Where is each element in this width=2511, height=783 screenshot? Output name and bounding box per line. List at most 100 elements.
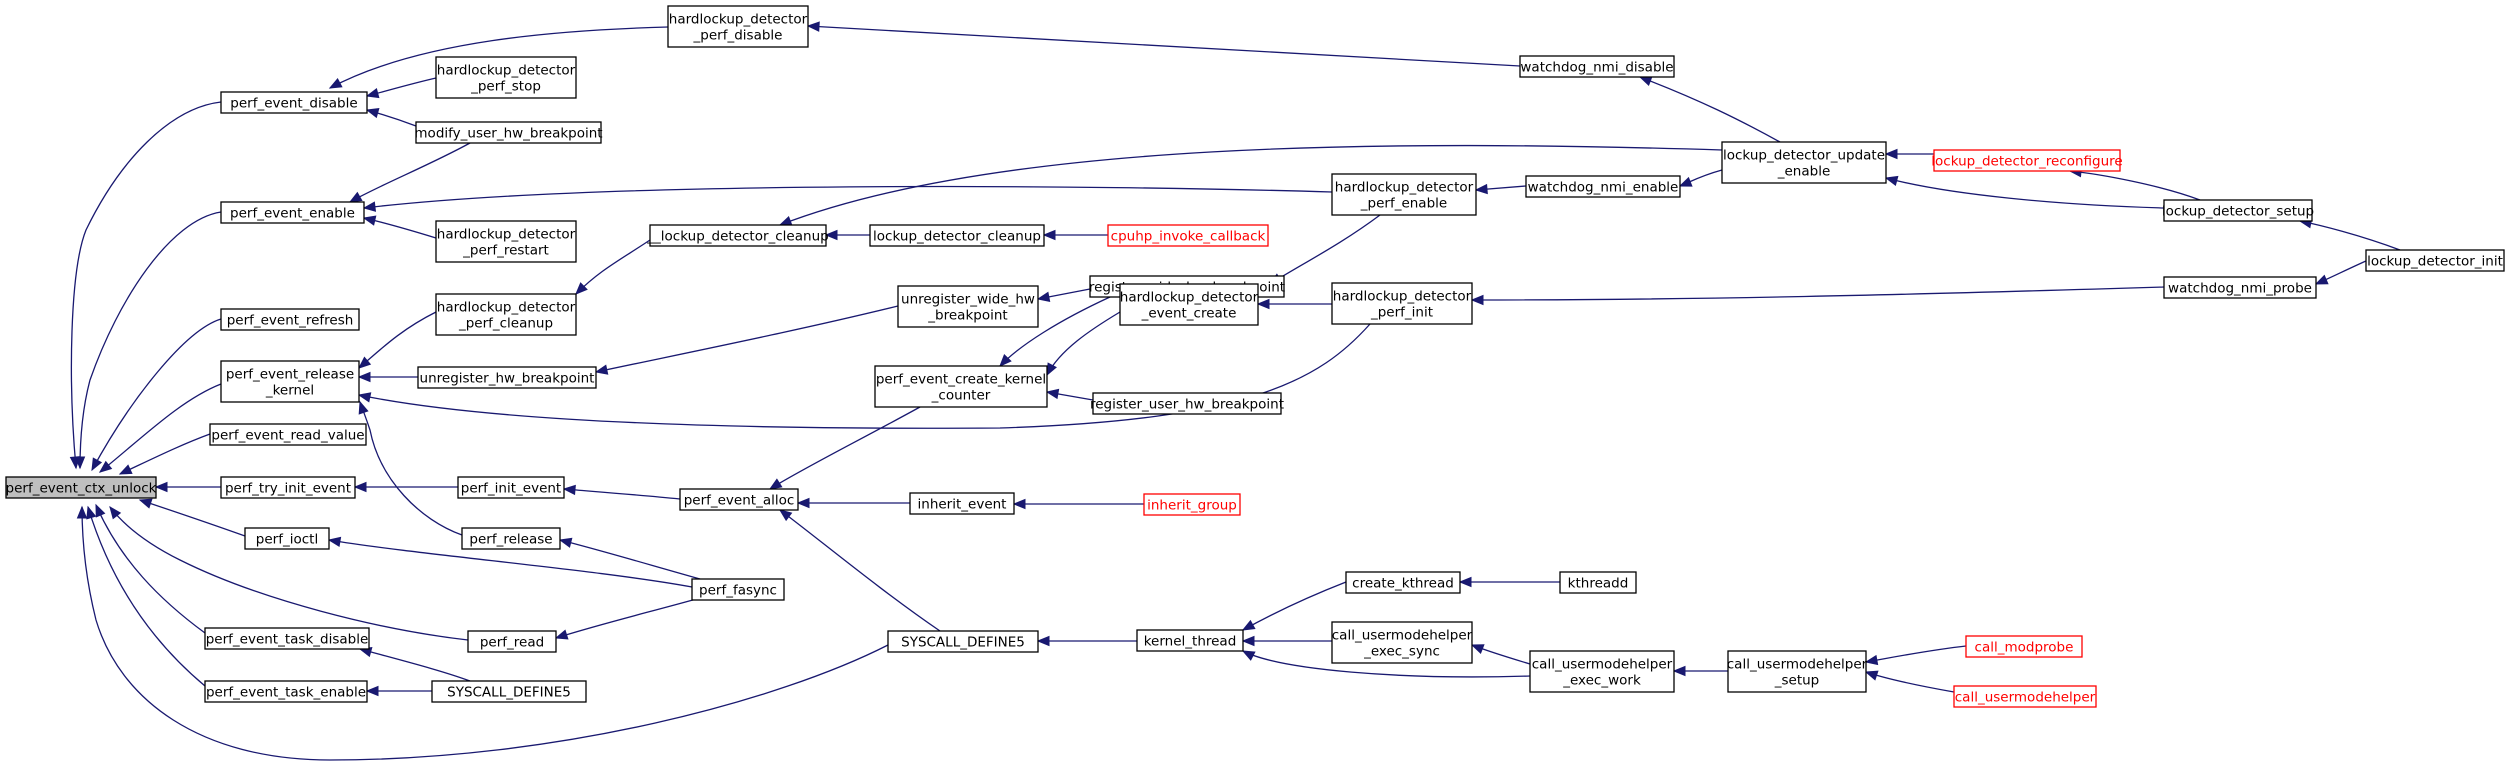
node-box <box>431 680 587 703</box>
edge-arrowhead <box>806 21 820 32</box>
function-node-perf-event-task-disable[interactable]: perf_event_task_disable <box>204 627 370 650</box>
node-label: cpuhp_invoke_callback <box>1111 229 1266 245</box>
node-label: modify_user_hw_breakpoint <box>414 126 602 142</box>
edge-arrowhead <box>95 503 106 518</box>
node-box <box>457 476 565 499</box>
node-box <box>2163 276 2317 299</box>
edge-arrowhead <box>778 215 793 226</box>
call-edge-n44-to-n42 <box>1884 148 1934 160</box>
call-edge-n22-to-n18 <box>554 597 701 640</box>
function-node-unregister-wide-hw-breakpoint[interactable]: unregister_wide_hw_breakpoint <box>897 285 1039 328</box>
node-label: _exec_sync <box>1363 644 1440 660</box>
node-box <box>869 224 1045 247</box>
function-node-lockup-detector-update-enable[interactable]: lockup_detector_update_enable <box>1721 141 1887 184</box>
function-node-watchdog-nmi-disable[interactable]: watchdog_nmi_disable <box>1519 55 1675 78</box>
function-node-call-usermodehelper[interactable]: call_usermodehelper <box>1953 685 2097 708</box>
node-label: _perf_init <box>1370 305 1433 321</box>
function-node-call-usermodehelper-exec-work[interactable]: call_usermodehelper_exec_work <box>1529 650 1675 693</box>
function-node-perf-event-ctx-unlock[interactable]: perf_event_ctx_unlock <box>5 476 157 499</box>
function-node-hardlockup-detector-perf-init[interactable]: hardlockup_detector_perf_init <box>1331 282 1473 325</box>
function-node-inherit-event[interactable]: inherit_event <box>909 492 1015 515</box>
function-node-lockup-detector-reconfigure[interactable]: lockup_detector_reconfigure <box>1931 149 2123 172</box>
function-node-hardlockup-detector-perf-cleanup[interactable]: hardlockup_detector_perf_cleanup <box>435 293 577 336</box>
function-node-perf-ioctl[interactable]: perf_ioctl <box>244 527 330 550</box>
function-node-unregister-hw-breakpoint[interactable]: unregister_hw_breakpoint <box>417 366 597 389</box>
function-node-perf-init-event[interactable]: perf_init_event <box>457 476 565 499</box>
call-edge-n19-to-n8 <box>358 646 471 682</box>
edge-arrowhead <box>154 481 168 493</box>
function-node-inherit-group[interactable]: inherit_group <box>1143 493 1241 516</box>
function-node-syscall-define5[interactable]: SYSCALL_DEFINE5 <box>431 680 587 703</box>
node-label: hardlockup_detector <box>437 227 576 243</box>
function-node-watchdog-nmi-enable[interactable]: watchdog_nmi_enable <box>1525 175 1681 198</box>
edge-line <box>1865 671 1955 693</box>
edge-line <box>555 597 701 639</box>
call-edge-n5-to-n0 <box>118 433 211 475</box>
edge-line <box>363 185 1333 209</box>
node-label: hardlockup_detector <box>1333 289 1472 305</box>
call-edge-n32-to-n26 <box>1042 229 1108 241</box>
function-node-perf-fasync[interactable]: perf_fasync <box>691 578 785 601</box>
function-node-perf-event-create-kernel-counter[interactable]: perf_event_create_kernel_counter <box>874 365 1048 408</box>
function-node-hardlockup-detector-perf-enable[interactable]: hardlockup_detector_perf_enable <box>1331 173 1477 216</box>
edge-arrowhead <box>1042 229 1056 241</box>
call-edge-n42-to-n39 <box>1678 169 1723 187</box>
function-node-hardlockup-detector-event-create[interactable]: hardlockup_detector_event_create <box>1119 283 1259 326</box>
function-node-lockup-detector-setup[interactable]: lockup_detector_setup <box>2162 199 2314 222</box>
edge-arrowhead <box>1672 665 1686 677</box>
call-edge-n9-to-n0 <box>86 505 206 687</box>
function-node-lockup-detector-cleanup[interactable]: lockup_detector_cleanup <box>869 224 1045 247</box>
node-box <box>204 627 370 650</box>
function-node-perf-read[interactable]: perf_read <box>467 630 557 653</box>
function-node-create-kthread[interactable]: create_kthread <box>1345 571 1461 594</box>
function-node-cpuhp-invoke-callback[interactable]: cpuhp_invoke_callback <box>1107 224 1269 247</box>
function-node-perf-release[interactable]: perf_release <box>461 527 561 550</box>
function-node-call-modprobe[interactable]: call_modprobe <box>1965 635 2083 658</box>
node-box <box>691 578 785 601</box>
call-edge-n37-to-n28 <box>1241 635 1332 647</box>
function-node-hardlockup-detector-perf-stop[interactable]: hardlockup_detector_perf_stop <box>435 56 577 99</box>
function-node-perf-event-disable[interactable]: perf_event_disable <box>220 91 368 114</box>
function-node-hardlockup-detector-perf-restart[interactable]: hardlockup_detector_perf_restart <box>435 220 577 263</box>
function-node-perf-event-enable[interactable]: perf_event_enable <box>220 201 365 224</box>
call-edge-n48-to-n43 <box>1864 670 1955 693</box>
node-label: inherit_event <box>918 497 1007 513</box>
node-label: perf_event_refresh <box>227 313 354 329</box>
function-node-call-usermodehelper-exec-sync[interactable]: call_usermodehelper_exec_sync <box>1331 621 1473 664</box>
function-node-call-usermodehelper-setup[interactable]: call_usermodehelper_setup <box>1727 650 1868 693</box>
function-node-perf-event-task-enable[interactable]: perf_event_task_enable <box>204 680 368 703</box>
function-node-watchdog-nmi-probe[interactable]: watchdog_nmi_probe <box>2163 276 2317 299</box>
call-edge-n41-to-n37 <box>1470 644 1531 665</box>
node-label: lockup_detector_setup <box>2162 204 2314 220</box>
function-node-perf-event-read-value[interactable]: perf_event_read_value <box>209 423 367 446</box>
function-node-lockup-detector-init[interactable]: lockup_detector_init <box>2365 249 2505 272</box>
node-box <box>897 285 1039 328</box>
function-node-perf-try-init-event[interactable]: perf_try_init_event <box>220 476 356 499</box>
edge-arrowhead <box>365 685 379 697</box>
edge-arrowhead <box>1012 498 1026 510</box>
function-node-perf-event-refresh[interactable]: perf_event_refresh <box>220 308 360 331</box>
function-node-modify-user-hw-breakpoint[interactable]: modify_user_hw_breakpoint <box>414 121 603 144</box>
function-node-kernel-thread[interactable]: kernel_thread <box>1136 629 1244 652</box>
node-label: perf_event_task_enable <box>206 685 366 701</box>
function-node-hardlockup-detector-perf-disable[interactable]: hardlockup_detector_perf_disable <box>667 5 809 48</box>
edge-arrowhead <box>1241 619 1256 631</box>
function-node-register-user-hw-breakpoint[interactable]: register_user_hw_breakpoint <box>1090 392 1284 415</box>
call-edge-n18-to-n0 <box>109 505 469 641</box>
node-label: hardlockup_detector <box>1120 290 1259 306</box>
edge-line <box>359 648 471 682</box>
function-node-syscall-define5[interactable]: SYSCALL_DEFINE5 <box>887 630 1039 653</box>
function-node-kthreadd[interactable]: kthreadd <box>1559 571 1637 594</box>
edge-line <box>2299 220 2401 251</box>
edge-line <box>1242 650 1531 678</box>
call-edge-n33-to-n27 <box>1012 498 1144 510</box>
call-edge-n27-to-n21 <box>796 497 910 509</box>
node-label: lockup_detector_init <box>2367 254 2503 270</box>
node-label: call_usermodehelper <box>1727 657 1868 673</box>
edge-arrowhead <box>328 77 343 89</box>
function-node-perf-event-alloc[interactable]: perf_event_alloc <box>679 488 799 511</box>
function-node-perf-event-release-kernel[interactable]: perf_event_release_kernel <box>220 360 360 403</box>
node-box <box>1953 685 2097 708</box>
edge-arrowhead <box>74 456 86 470</box>
function-node-lockup-detector-cleanup[interactable]: __lockup_detector_cleanup <box>646 224 829 247</box>
